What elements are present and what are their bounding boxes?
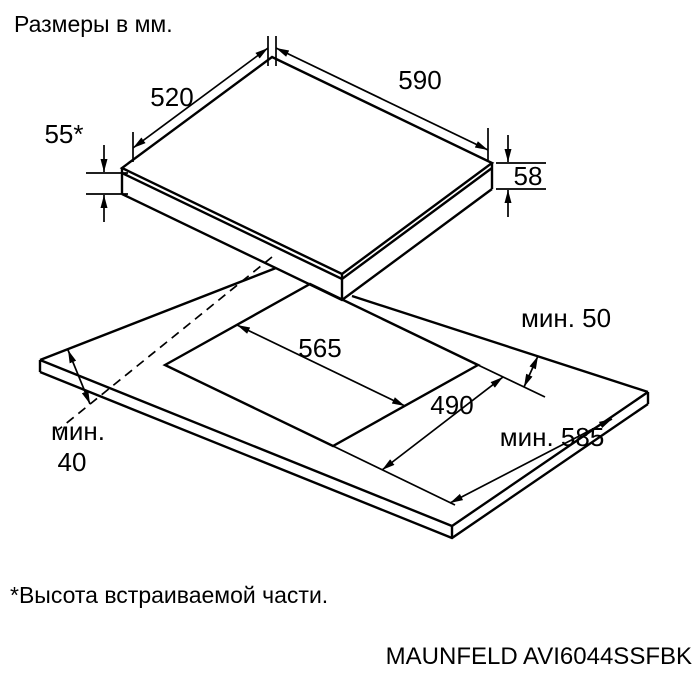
- dim-55: [86, 145, 128, 222]
- dim-min-585: [449, 418, 613, 504]
- dim-590: [275, 36, 489, 160]
- page-title: Размеры в мм.: [14, 11, 173, 37]
- dim-min-50-label: мин. 50: [521, 303, 611, 333]
- dim-520: [132, 36, 269, 162]
- dim-490: [381, 376, 504, 471]
- dim-min-585-label: мин. 585: [500, 422, 605, 452]
- dim-490-label: 490: [430, 390, 473, 420]
- dashed-alignment-line: [57, 256, 273, 431]
- footnote: *Высота встраиваемой части.: [10, 582, 328, 608]
- extension-lines: [332, 364, 546, 506]
- dim-520-label: 520: [150, 82, 193, 112]
- dim-55-label: 55*: [44, 119, 83, 149]
- dim-min-40: [67, 349, 91, 405]
- model-name: MAUNFELD AVI6044SSFBK: [386, 643, 692, 670]
- dim-min-50: [523, 355, 539, 388]
- dim-min-40-value-label: 40: [58, 447, 87, 477]
- dim-565: [236, 324, 406, 407]
- dim-565-label: 565: [298, 333, 341, 363]
- dim-58-label: 58: [514, 161, 543, 191]
- dim-min-40-word-label: мин.: [51, 416, 105, 446]
- dim-58: [496, 135, 546, 217]
- dim-590-label: 590: [398, 65, 441, 95]
